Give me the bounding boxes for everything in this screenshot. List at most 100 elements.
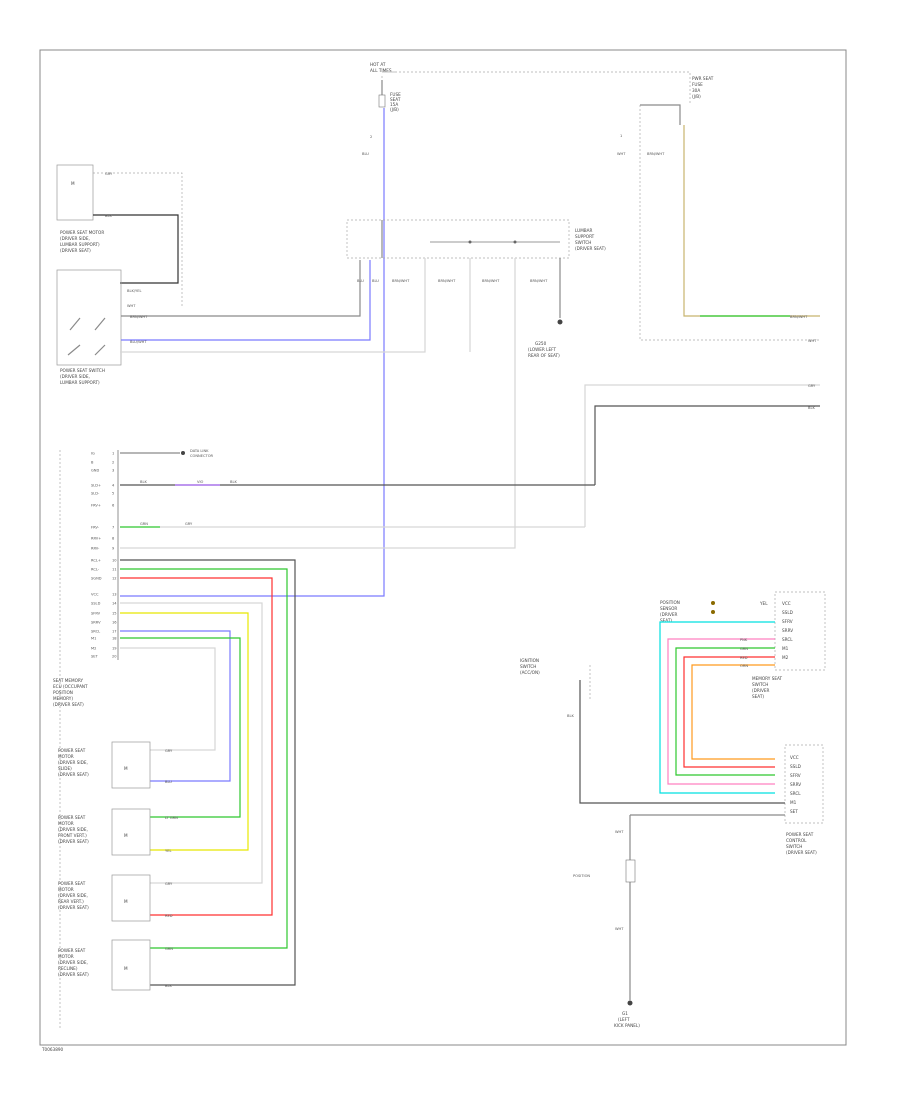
svg-text:GRN: GRN: [140, 522, 148, 526]
ecu-pin-number: 11: [112, 568, 117, 572]
left-fuse: FUSE SEAT 15A (J/B) 2 BLU: [362, 80, 401, 156]
svg-text:POWER SEAT: POWER SEAT: [786, 832, 814, 837]
svg-text:POSITION: POSITION: [573, 874, 590, 878]
svg-text:(DRIVER SEAT): (DRIVER SEAT): [53, 702, 84, 707]
wire-blu-main: [120, 108, 385, 597]
ecu-pin-label: SLD-: [91, 492, 100, 496]
ecu-pin-label: GND: [91, 469, 99, 473]
ecu-pin-label: FRV+: [91, 504, 101, 508]
ecu-pin-number: 3: [112, 469, 114, 473]
svg-text:POWER SEAT SWITCH: POWER SEAT SWITCH: [60, 368, 105, 373]
svg-text:MEMORY SEAT: MEMORY SEAT: [752, 676, 783, 681]
wire-rd2: [683, 656, 775, 768]
motor-3: M GRY RED POWER SEAT MOTOR (DRIVER SIDE,…: [58, 874, 173, 922]
svg-text:RECLINE): RECLINE): [58, 966, 78, 971]
seat-switch: BRN/WHT BLU/WHT BLK/YEL WHT POWER SEAT S…: [56, 260, 371, 385]
svg-text:WHT: WHT: [127, 304, 136, 308]
svg-text:SWITCH: SWITCH: [786, 844, 802, 849]
svg-text:SLIDE): SLIDE): [58, 766, 72, 771]
svg-text:(DRIVER: (DRIVER: [752, 688, 770, 693]
svg-text:RED: RED: [740, 656, 748, 660]
svg-text:SWITCH: SWITCH: [575, 240, 591, 245]
wire-blu-motor1: [120, 630, 231, 782]
svg-text:2: 2: [370, 135, 372, 139]
svg-text:SRCL: SRCL: [782, 637, 793, 642]
svg-text:POWER SEAT: POWER SEAT: [58, 748, 86, 753]
svg-text:SRRV: SRRV: [790, 782, 801, 787]
power-source-label-1: HOT AT: [370, 62, 386, 67]
svg-text:LT GRN: LT GRN: [165, 816, 178, 820]
diagram-frame: [39, 49, 847, 1046]
ecu-pin-number: 13: [112, 593, 117, 597]
svg-text:VCC: VCC: [782, 601, 791, 606]
ecu-pin-number: 6: [112, 504, 115, 508]
svg-text:(LOWER LEFT: (LOWER LEFT: [528, 347, 556, 352]
svg-text:SWITCH: SWITCH: [520, 664, 536, 669]
svg-text:POSITION: POSITION: [660, 600, 680, 605]
right-fuse: PWR SEAT FUSE 30A (J/B) 1 WHT BRN/WHT: [617, 76, 820, 341]
wire-gry-motor3: [120, 602, 263, 884]
ground-a-icon: [557, 319, 563, 325]
motor-2: M LT GRN YEL POWER SEAT MOTOR (DRIVER SI…: [58, 808, 178, 856]
svg-text:FUSE: FUSE: [390, 92, 401, 97]
power-bus-dashed: [381, 71, 691, 105]
svg-text:SFRV: SFRV: [782, 619, 793, 624]
svg-text:GRY: GRY: [105, 172, 113, 176]
ecu-pin-label: FRV-: [91, 526, 100, 530]
seat-motor-switch: M GRY BLK POWER SEAT MOTOR (DRIVER SIDE,…: [56, 164, 183, 307]
motor-1: M GRY BLU POWER SEAT MOTOR (DRIVER SIDE,…: [58, 741, 173, 789]
svg-text:GRY: GRY: [165, 882, 173, 886]
svg-text:LUMBAR SUPPORT): LUMBAR SUPPORT): [60, 380, 100, 385]
svg-text:G250: G250: [535, 341, 547, 346]
svg-text:GRN: GRN: [165, 947, 173, 951]
svg-text:(DRIVER SIDE,: (DRIVER SIDE,: [58, 960, 88, 965]
wire-gry-right: [584, 384, 820, 527]
svg-text:POWER SEAT: POWER SEAT: [58, 881, 86, 886]
wire-grn-motor2: [120, 637, 241, 818]
svg-text:POSITION: POSITION: [53, 690, 73, 695]
svg-text:MEMORY): MEMORY): [53, 696, 73, 701]
svg-text:SRRV: SRRV: [782, 628, 793, 633]
svg-text:M: M: [124, 966, 128, 971]
svg-text:BLK: BLK: [567, 714, 574, 718]
svg-text:BLK: BLK: [140, 480, 147, 484]
footer-code: T0063890: [41, 1047, 64, 1052]
svg-text:DATA LINK: DATA LINK: [190, 449, 209, 453]
svg-text:BRN/WHT: BRN/WHT: [530, 279, 548, 283]
svg-text:(DRIVER SEAT): (DRIVER SEAT): [60, 248, 91, 253]
ecu-pin-label: VCC: [91, 593, 99, 597]
svg-text:M1: M1: [790, 800, 797, 805]
svg-text:30A: 30A: [692, 88, 700, 93]
svg-text:SUPPORT: SUPPORT: [575, 234, 595, 239]
svg-text:BLK: BLK: [105, 214, 112, 218]
ecu-pin-number: 7: [112, 526, 114, 530]
svg-text:SEAT): SEAT): [660, 618, 672, 623]
svg-text:SENSOR: SENSOR: [660, 606, 677, 611]
svg-text:(DRIVER SEAT): (DRIVER SEAT): [786, 850, 817, 855]
svg-text:M: M: [124, 766, 128, 771]
wire-red-motor3: [120, 577, 273, 916]
svg-text:MOTOR: MOTOR: [58, 821, 74, 826]
svg-text:ECU (OCCUPANT: ECU (OCCUPANT: [53, 684, 88, 689]
svg-text:(DRIVER SEAT): (DRIVER SEAT): [58, 905, 89, 910]
ecu-pin-number: 19: [112, 647, 117, 651]
ecu-pin-label: SRCL: [91, 630, 100, 634]
wire-tan-right: [683, 125, 820, 317]
svg-text:BLK: BLK: [808, 406, 815, 410]
ecu-pin-number: 4: [112, 484, 115, 488]
ecu-pin-number: 8: [112, 537, 115, 541]
svg-text:GRY: GRY: [165, 749, 173, 753]
svg-text:(DRIVER SIDE,: (DRIVER SIDE,: [58, 827, 88, 832]
svg-text:BLU: BLU: [165, 780, 172, 784]
svg-text:BLK/YEL: BLK/YEL: [127, 289, 142, 293]
svg-text:(DRIVER SEAT): (DRIVER SEAT): [58, 839, 89, 844]
svg-text:VIO: VIO: [197, 480, 204, 484]
svg-text:SRCL: SRCL: [790, 791, 801, 796]
ecu-pin-number: 5: [112, 492, 114, 496]
svg-text:ORN: ORN: [740, 664, 748, 668]
svg-text:REAR VERT.): REAR VERT.): [58, 899, 84, 904]
svg-text:PWR SEAT: PWR SEAT: [692, 76, 714, 81]
position-sensor: YEL VCC SSLD SFRV SRRV SRCL M1 M2 POSITI…: [660, 591, 826, 699]
svg-text:YEL: YEL: [165, 849, 171, 853]
svg-text:(LEFT: (LEFT: [618, 1017, 630, 1022]
